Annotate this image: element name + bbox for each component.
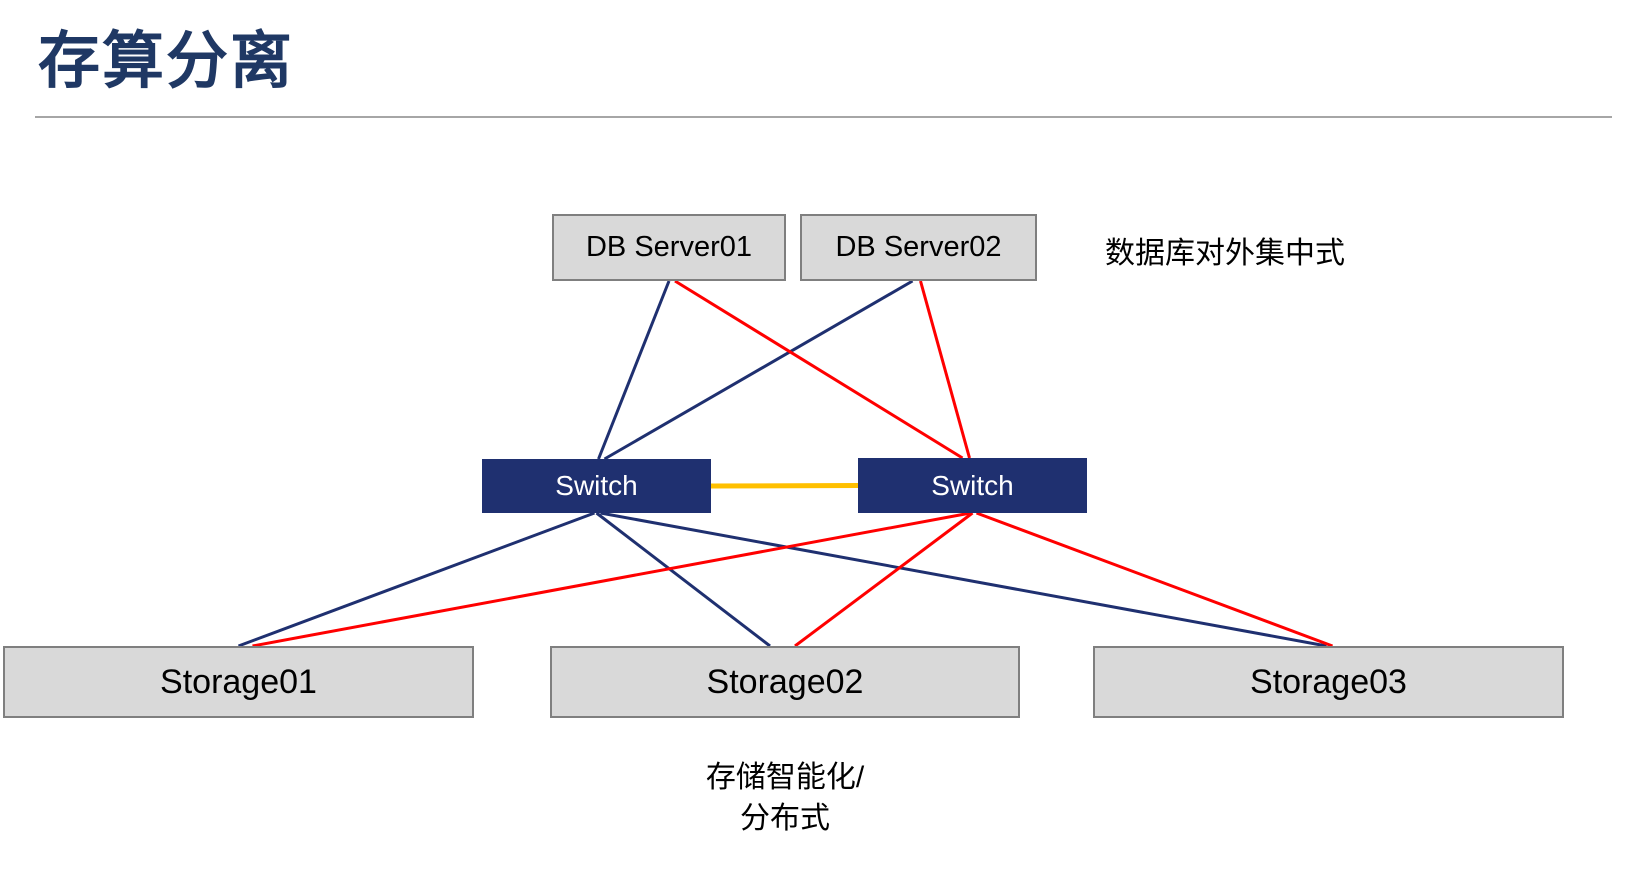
diagram-node-storage02: Storage02 [550,646,1020,718]
edge-db2-to-switch_left [603,279,914,461]
storage03-label: Storage03 [1250,662,1407,701]
edge-switch_left-to-storage3 [600,511,1327,648]
edge-switch_right-to-storage1 [252,511,971,648]
page-title: 存算分离 [38,27,295,96]
db-server02-label: DB Server02 [835,231,1002,263]
storage01-label: Storage01 [160,662,317,701]
edge-switch_left-to-switch_right [710,483,859,489]
annotation-storage-intelligent-distributed: 存储智能化/ 分布式 [705,761,865,835]
storage02-label: Storage02 [706,662,864,701]
annotation-database-centralized: 数据库对外集中式 [1105,237,1345,270]
edge-db1-to-switch_right [674,279,964,460]
diagram-node-db-server02: DB Server02 [800,214,1037,281]
diagram-node-db-server01: DB Server01 [552,214,786,281]
edge-switch_right-to-storage2 [794,511,974,648]
edge-db2-to-switch_right [919,280,971,459]
edge-db1-to-switch_left [597,280,671,460]
diagram-node-storage03: Storage03 [1093,646,1564,718]
db-server01-label: DB Server01 [585,231,752,263]
edge-switch_left-to-storage1 [237,511,596,648]
diagram-node-storage01: Storage01 [3,646,474,718]
switch-left-label: Switch [555,470,638,501]
diagram-node-switch-left: Switch [482,459,711,513]
title-divider [35,116,1612,118]
edge-switch_left-to-storage2 [595,511,771,648]
diagram-node-switch-right: Switch [858,458,1087,513]
edge-switch_right-to-storage3 [975,511,1334,648]
switch-right-label: Switch [931,469,1014,501]
